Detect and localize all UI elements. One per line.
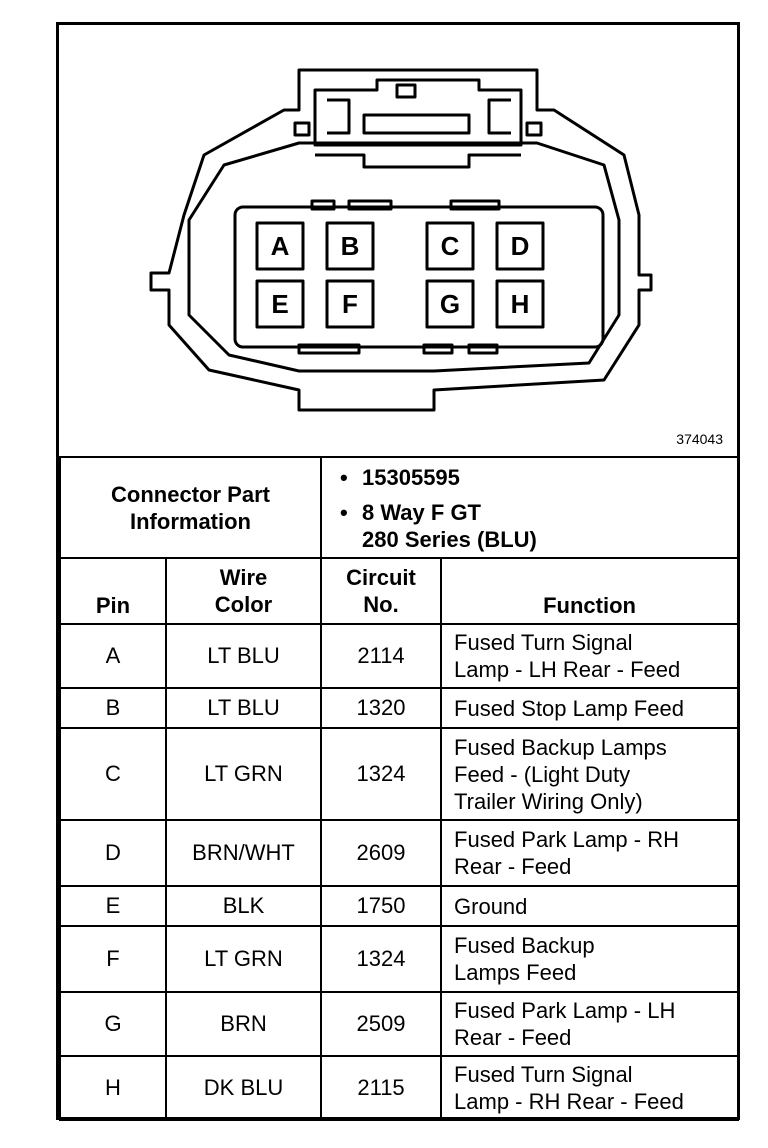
function-line: Rear - Feed (454, 1025, 572, 1050)
pin-cavity-f (325, 279, 375, 329)
pin-cell: H (59, 1055, 167, 1121)
pin-cavity-d (495, 221, 545, 271)
pin-cavity-h (495, 279, 545, 329)
function-line: Trailer Wiring Only) (454, 788, 643, 814)
function-line: Fused Park Lamp - LH (454, 998, 676, 1023)
wire-color-cell: DK BLU (164, 1055, 323, 1121)
cavity-block (233, 205, 605, 349)
pin-cell: F (59, 925, 167, 993)
circuit-no-cell: 2609 (320, 819, 443, 887)
circuit-no-cell: 1324 (320, 727, 443, 821)
pin-label-b: B (341, 231, 360, 261)
wire-color-cell: LT BLU (164, 623, 323, 689)
function-line: Lamp - RH Rear - Feed (454, 1089, 684, 1114)
latch-tab-right (525, 121, 543, 137)
function-line: Lamps Feed (454, 960, 577, 985)
pin-cavity-e (255, 279, 305, 329)
latch-tab-left (293, 121, 311, 137)
function-line: Fused Backup (454, 933, 595, 958)
function-line: Fused Stop Lamp Feed (454, 695, 684, 721)
pin-label-f: F (342, 289, 358, 319)
pin-label-d: D (511, 231, 530, 261)
figure-id: 374043 (676, 431, 723, 447)
pin-cell: A (59, 623, 167, 689)
circuit-no-cell: 2115 (320, 1055, 443, 1121)
pin-cavity-g (425, 279, 475, 329)
wire-color-cell: LT GRN (164, 727, 323, 821)
connector-series: 280 Series (BLU) (362, 527, 537, 552)
wire-color-cell: BRN (164, 991, 323, 1057)
connector-info-values: 15305595 8 Way F GT 280 Series (BLU) (320, 456, 740, 559)
pin-label-e: E (271, 289, 288, 319)
pin-cell: E (59, 885, 167, 927)
function-line: Fused Turn Signal (454, 630, 633, 655)
pin-cell: G (59, 991, 167, 1057)
function-line: Fused Turn Signal (454, 1062, 633, 1087)
function-line: Rear - Feed (454, 854, 572, 879)
function-cell: Fused Stop Lamp Feed (440, 687, 740, 729)
pin-label-g: G (440, 289, 460, 319)
pin-label-c: C (441, 231, 460, 261)
header-function: Function (440, 557, 740, 625)
wire-color-cell: BRN/WHT (164, 819, 323, 887)
pin-cell: B (59, 687, 167, 729)
function-line: Lamp - LH Rear - Feed (454, 657, 681, 682)
pinout-table: Connector Part Information 15305595 8 Wa… (58, 456, 740, 1121)
pin-label-h: H (511, 289, 530, 319)
pin-cavity-c (425, 221, 475, 271)
connector-housing-outline (149, 68, 653, 412)
pin-cavity-b (325, 221, 375, 271)
circuit-no-cell: 1320 (320, 687, 443, 729)
circuit-no-cell: 1750 (320, 885, 443, 927)
part-number: 15305595 (340, 464, 737, 491)
header-pin: Pin (59, 557, 167, 625)
function-line: Ground (454, 893, 528, 919)
connector-sheet: A B C D E F G H 374043 Connector Part In… (56, 22, 740, 1121)
connector-info-label: Connector Part Information (58, 456, 323, 559)
pin-cavity-a (255, 221, 305, 271)
function-line: Feed - (Light Duty (454, 761, 631, 787)
pin-label-a: A (271, 231, 290, 261)
circuit-no-cell: 2509 (320, 991, 443, 1057)
connector-info-row: Connector Part Information 15305595 8 Wa… (58, 456, 740, 559)
wire-color-cell: LT BLU (164, 687, 323, 729)
connector-latch (313, 78, 523, 147)
pin-cell: D (59, 819, 167, 887)
wire-color-cell: LT GRN (164, 925, 323, 993)
circuit-no-cell: 1324 (320, 925, 443, 993)
function-line: Fused Park Lamp - RH (454, 827, 679, 852)
connector-face-diagram: A B C D E F G H (149, 68, 653, 412)
function-line: Fused Backup Lamps (454, 734, 667, 760)
connector-description: 8 Way F GT (340, 499, 737, 526)
wire-color-cell: BLK (164, 885, 323, 927)
circuit-no-cell: 2114 (320, 623, 443, 689)
function-cell: Ground (440, 885, 740, 927)
pin-cell: C (59, 727, 167, 821)
connector-inner-outline (187, 141, 621, 373)
